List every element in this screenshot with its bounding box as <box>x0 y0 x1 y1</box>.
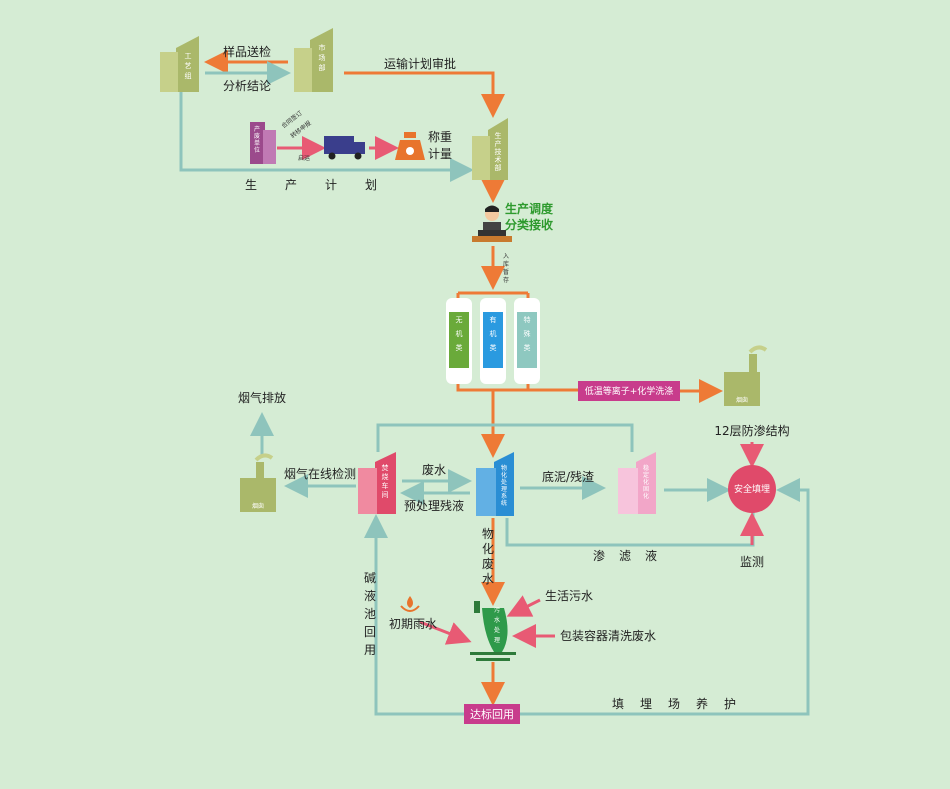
stabilization-building: 稳定化固化 <box>618 452 656 514</box>
label-store: 入库暂存 <box>503 253 509 284</box>
label-dispatch-2: 分类接收 <box>505 217 553 232</box>
label-physchem-waste: 物化废水 <box>482 527 494 586</box>
label-landfill: 安全填埋 <box>734 483 770 495</box>
stabilization-label: 稳定化固化 <box>643 464 649 500</box>
label-analysis-result: 分析结论 <box>223 79 271 93</box>
label-prod-plan: 生产计划 <box>245 178 405 192</box>
prod-tech-building: 生产技术部 <box>472 118 508 180</box>
scale-icon <box>395 132 425 160</box>
market-dept-building: 市场部 <box>294 28 333 92</box>
storage-bins <box>446 298 540 384</box>
prod-tech-label: 生产技术部 <box>495 131 502 172</box>
market-dept-label: 市场部 <box>319 43 326 72</box>
label-online-detection: 烟气在线检测 <box>284 466 356 481</box>
dispatcher-person-icon <box>472 205 512 242</box>
label-layers: 12层防渗结构 <box>714 423 789 438</box>
label-alkali: 碱液池回用 <box>364 571 376 657</box>
process-group-building: 工艺组 <box>160 36 199 92</box>
factory-icon-left: 烟囱 <box>240 453 276 512</box>
label-transport-approval: 运输计划审批 <box>384 56 456 71</box>
label-sample-send: 样品送检 <box>223 44 271 59</box>
label-maintenance: 填埋场养护 <box>612 696 752 711</box>
chimney-label-left: 烟囱 <box>252 502 264 510</box>
low-temp-box <box>578 381 680 401</box>
rain-drop-icon <box>400 596 420 612</box>
label-flue-gas-release: 烟气排放 <box>238 390 286 405</box>
connectors <box>179 50 810 716</box>
production-unit-building: 产废单位 <box>250 122 276 164</box>
label-domestic: 生活污水 <box>545 589 593 603</box>
label-pretreat: 预处理残液 <box>404 498 464 513</box>
label-standard-reuse: 达标回用 <box>470 707 514 721</box>
truck-icon <box>324 136 365 160</box>
wastewater-label: 污水处理 <box>494 606 500 644</box>
wastewater-treatment-icon <box>470 601 516 661</box>
standard-reuse-box <box>464 704 520 724</box>
physchem-building: 物化处理系统 <box>476 452 514 516</box>
label-leachate: 渗滤液 <box>593 548 671 563</box>
incineration-building: 焚烧车间 <box>358 452 396 514</box>
bin-inorganic-label: 无机类 <box>456 316 463 352</box>
process-group-label: 工艺组 <box>185 52 192 80</box>
production-unit-label: 产废单位 <box>254 125 260 154</box>
label-container-wash: 包装容器清洗废水 <box>560 628 656 643</box>
label-dispatch-1: 生产调度 <box>505 201 554 216</box>
factory-icon-right: 烟囱 <box>724 345 768 406</box>
label-monitor: 监测 <box>740 555 764 569</box>
landfill-circle <box>728 465 776 513</box>
bin-organic-label: 有机类 <box>490 315 497 352</box>
label-measure: 计量 <box>428 147 452 161</box>
chimney-label-right: 烟囱 <box>736 396 748 404</box>
label-sludge: 底泥/残渣 <box>542 469 594 484</box>
label-ship: 启运 <box>298 154 310 162</box>
physchem-label: 物化处理系统 <box>501 464 507 507</box>
label-weigh: 称重 <box>428 130 452 144</box>
label-low-temp: 低温等离子+化学洗涤 <box>585 385 674 397</box>
label-rain: 初期雨水 <box>389 617 437 631</box>
label-waste-water: 废水 <box>422 462 446 477</box>
incineration-label: 焚烧车间 <box>382 464 389 499</box>
bin-special-label: 特殊类 <box>524 315 531 352</box>
